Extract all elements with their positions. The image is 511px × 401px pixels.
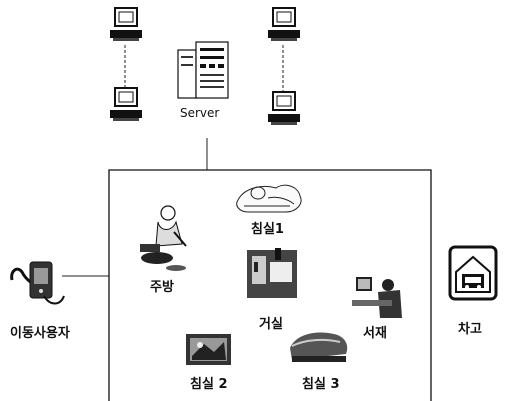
bedroom-photo-icon bbox=[186, 334, 231, 365]
bedroom1-label: 침실1 bbox=[251, 218, 284, 237]
desktop-computer-icon bbox=[268, 92, 300, 125]
desktop-computer-icon bbox=[110, 88, 142, 121]
living-room-icon bbox=[247, 248, 297, 298]
garage-car-icon bbox=[450, 247, 496, 299]
mobile-user-label: 이동사용자 bbox=[10, 322, 70, 341]
living-room-label: 거실 bbox=[259, 313, 283, 332]
garage-label: 차고 bbox=[458, 318, 482, 337]
server-tower-icon bbox=[178, 42, 228, 98]
cook-person-icon bbox=[140, 206, 186, 271]
desktop-computer-icon bbox=[268, 8, 300, 41]
sleeping-person-icon bbox=[237, 185, 301, 212]
study-label: 서재 bbox=[363, 322, 387, 341]
study-person-icon bbox=[352, 277, 402, 318]
bed-icon bbox=[290, 333, 347, 362]
kitchen-label: 주방 bbox=[150, 276, 174, 295]
handheld-pda-icon bbox=[12, 262, 64, 304]
desktop-computer-icon bbox=[110, 8, 142, 41]
bedroom2-label: 침실 2 bbox=[190, 373, 228, 392]
bedroom3-label: 침실 3 bbox=[302, 373, 340, 392]
server-label: Server bbox=[180, 106, 219, 120]
